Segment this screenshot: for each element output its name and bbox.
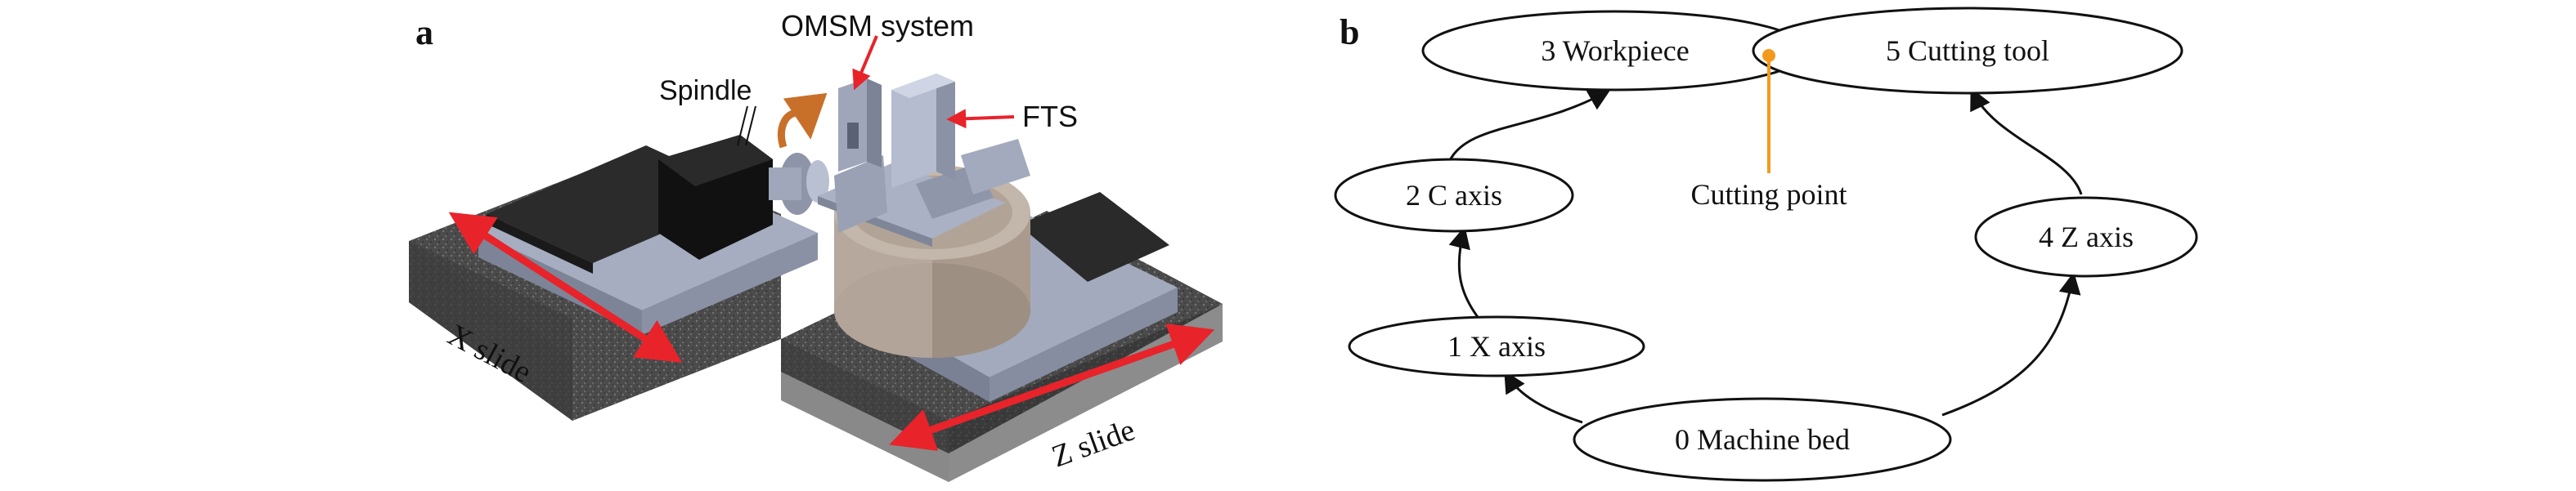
spindle-pointer-2 [745, 105, 756, 146]
node-workpiece-label: 3 Workpiece [1541, 34, 1689, 67]
rotation-arrow [778, 92, 828, 149]
panel-b: b 3 Workpiece 5 Cutting tool 2 C axis 1 … [1334, 7, 2198, 482]
panel-a-letter: a [415, 12, 433, 52]
label-fts: FTS [1022, 100, 1078, 133]
x-slide-arrow [448, 212, 683, 363]
node-c-axis: 2 C axis [1334, 158, 1574, 233]
node-machine-bed: 0 Machine bed [1573, 397, 1952, 482]
arrow-bed-to-x-axis [1504, 370, 1583, 424]
panel-b-letter: b [1340, 12, 1359, 52]
node-x-axis-label: 1 X axis [1447, 330, 1546, 363]
node-machine-bed-label: 0 Machine bed [1675, 423, 1850, 456]
node-z-axis-label: 4 Z axis [2039, 221, 2134, 253]
cutting-point-dot [1762, 49, 1775, 62]
spindle [658, 135, 829, 260]
node-workpiece: 3 Workpiece [1421, 10, 1809, 92]
node-z-axis: 4 Z axis [1974, 196, 2198, 278]
node-x-axis: 1 X axis [1348, 315, 1645, 377]
label-spindle: Spindle [659, 75, 752, 106]
node-cutting-tool: 5 Cutting tool [1752, 7, 2183, 95]
spindle-pointer-1 [737, 105, 748, 146]
arrow-x-axis-to-c-axis [1448, 225, 1482, 321]
arrow-z-axis-to-cutting-tool [1970, 87, 2083, 195]
node-cutting-tool-label: 5 Cutting tool [1886, 34, 2049, 67]
omsm-pointer [852, 35, 878, 91]
fts-pointer [946, 109, 1015, 129]
cutting-point-label: Cutting point [1690, 178, 1847, 211]
label-omsm-system: OMSM system [781, 9, 974, 42]
arrow-c-axis-to-workpiece [1447, 89, 1611, 163]
node-c-axis-label: 2 C axis [1406, 179, 1502, 212]
z-slide-arrow [889, 323, 1215, 451]
panel-a: a [409, 9, 1223, 482]
arrow-bed-to-z-axis [1941, 271, 2081, 417]
omsm-tower [838, 78, 882, 172]
fts-block [891, 74, 1030, 194]
